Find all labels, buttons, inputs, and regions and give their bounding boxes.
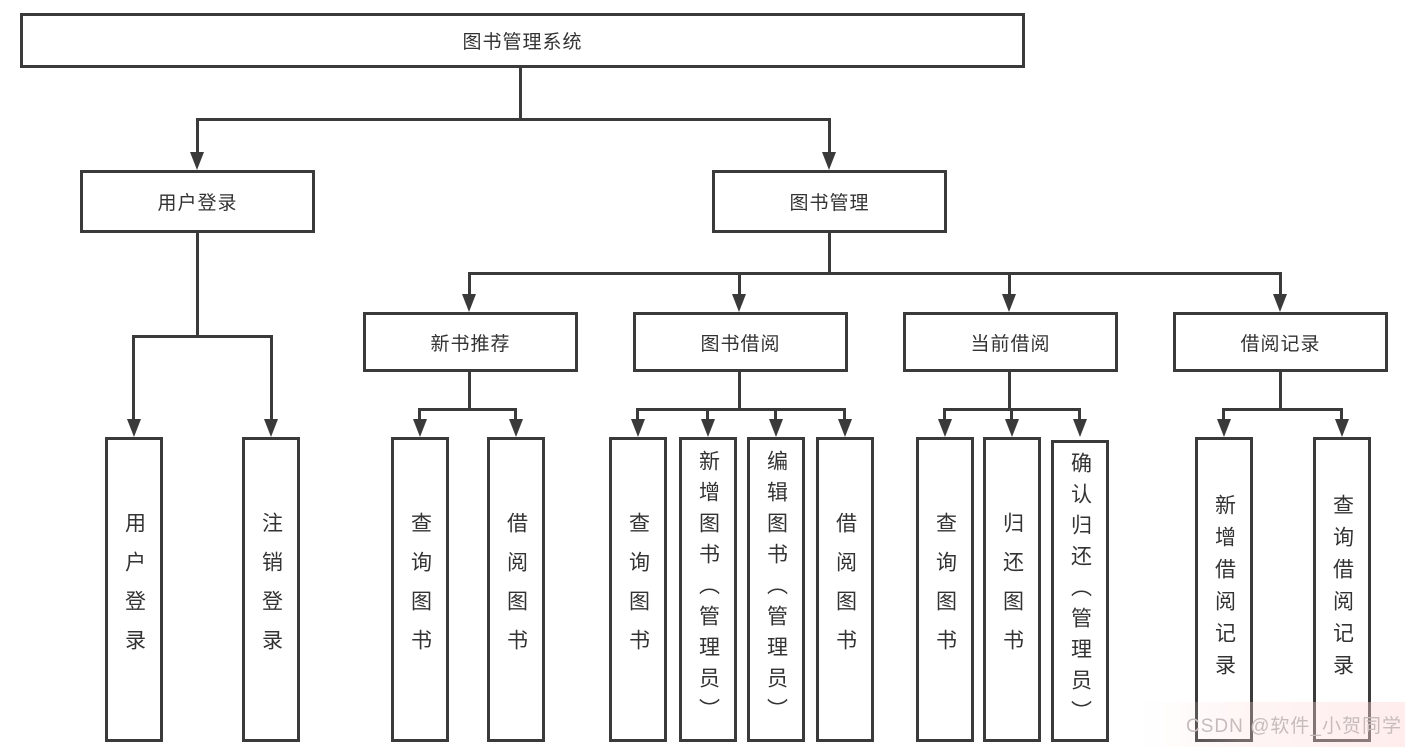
node-label: 借阅图书: [504, 511, 528, 668]
connector-line: [468, 272, 471, 296]
connector-line: [1078, 408, 1081, 421]
node-label: 查询图书: [408, 511, 432, 668]
node-book-borrow: 图书借阅: [633, 312, 848, 372]
connector-arrow-down-icon: [127, 419, 141, 437]
leaf-records-query-record: 查询借阅记录: [1313, 437, 1371, 742]
leaf-current-query-books: 查询图书: [916, 437, 974, 742]
node-label: 查询图书: [626, 511, 650, 668]
connector-arrow-down-icon: [1002, 294, 1016, 312]
node-label: 查询图书: [933, 511, 957, 668]
node-label: 确认归还（管理员）: [1068, 451, 1092, 731]
leaf-borrow-query-books: 查询图书: [609, 437, 667, 742]
node-label: 借阅记录: [1240, 333, 1321, 355]
connector-line: [843, 408, 846, 421]
connector-line: [636, 408, 639, 421]
node-current-borrow: 当前借阅: [903, 312, 1118, 372]
connector-arrow-down-icon: [822, 152, 836, 170]
connector-line: [132, 335, 135, 421]
connector-line: [519, 65, 522, 121]
leaf-borrow-edit-books-admin: 编辑图书（管理员）: [747, 437, 805, 742]
node-label: 当前借阅: [970, 333, 1051, 355]
leaf-borrow-add-books-admin: 新增图书（管理员）: [679, 437, 737, 742]
leaf-current-confirm-return-admin: 确认归还（管理员）: [1051, 440, 1109, 742]
connector-line: [196, 118, 831, 121]
connector-line: [828, 230, 831, 275]
leaf-current-return-books: 归还图书: [983, 437, 1041, 742]
node-label: 图书管理系统: [462, 32, 583, 53]
node-label: 新增图书（管理员）: [696, 450, 720, 729]
connector-line: [270, 335, 273, 421]
connector-line: [774, 408, 777, 421]
node-label: 注销登录: [259, 511, 283, 668]
connector-line: [132, 335, 273, 338]
node-label: 新书推荐: [430, 333, 511, 355]
connector-line: [1222, 408, 1343, 411]
node-label: 归还图书: [1000, 511, 1024, 668]
connector-line: [706, 408, 709, 421]
connector-arrow-down-icon: [1005, 419, 1019, 437]
connector-line: [1010, 408, 1013, 421]
connector-arrow-down-icon: [1273, 294, 1287, 312]
connector-arrow-down-icon: [1335, 419, 1349, 437]
node-book-management-system: 图书管理系统: [20, 13, 1025, 68]
connector-arrow-down-icon: [732, 294, 746, 312]
connector-line: [1008, 369, 1011, 410]
node-user-login: 用户登录: [80, 170, 315, 233]
node-new-book-recommend: 新书推荐: [363, 312, 578, 372]
connector-line: [418, 408, 517, 411]
connector-arrow-down-icon: [462, 294, 476, 312]
connector-line: [196, 230, 199, 337]
node-label: 用户登录: [157, 193, 238, 214]
node-borrow-records: 借阅记录: [1173, 312, 1388, 372]
node-label: 图书借阅: [700, 333, 781, 355]
connector-line: [1279, 369, 1282, 410]
leaf-user-login: 用户登录: [105, 437, 163, 742]
node-label: 图书管理: [789, 193, 870, 214]
connector-line: [1340, 408, 1343, 421]
leaf-recommend-borrow-books: 借阅图书: [487, 437, 545, 742]
connector-line: [468, 369, 471, 410]
connector-line: [738, 272, 741, 296]
connector-arrow-down-icon: [413, 419, 427, 437]
node-book-management: 图书管理: [712, 170, 947, 233]
node-label: 新增借阅记录: [1212, 493, 1236, 686]
connector-arrow-down-icon: [701, 419, 715, 437]
leaf-recommend-query-books: 查询图书: [391, 437, 449, 742]
connector-arrow-down-icon: [769, 419, 783, 437]
node-label: 用户登录: [122, 511, 146, 668]
connector-line: [1222, 408, 1225, 421]
connector-arrow-down-icon: [631, 419, 645, 437]
connector-line: [738, 369, 741, 410]
connector-arrow-down-icon: [938, 419, 952, 437]
connector-arrow-down-icon: [190, 152, 204, 170]
csdn-watermark: CSDN @软件_小贺同学: [1186, 716, 1402, 737]
connector-arrow-down-icon: [1073, 419, 1087, 437]
connector-line: [636, 408, 846, 411]
leaf-logout: 注销登录: [242, 437, 300, 742]
connector-line: [1279, 272, 1282, 296]
connector-line: [196, 118, 199, 154]
connector-line: [514, 408, 517, 421]
node-label: 编辑图书（管理员）: [764, 450, 788, 729]
connector-line: [418, 408, 421, 421]
connector-line: [1008, 272, 1011, 296]
connector-line: [468, 272, 1282, 275]
connector-line: [943, 408, 946, 421]
connector-arrow-down-icon: [509, 419, 523, 437]
connector-arrow-down-icon: [838, 419, 852, 437]
node-label: 查询借阅记录: [1330, 493, 1354, 686]
connector-line: [828, 118, 831, 154]
leaf-records-add-record: 新增借阅记录: [1195, 437, 1253, 742]
leaf-borrow-borrow-books: 借阅图书: [816, 437, 874, 742]
node-label: 借阅图书: [833, 511, 857, 668]
connector-arrow-down-icon: [1217, 419, 1231, 437]
connector-arrow-down-icon: [264, 419, 278, 437]
